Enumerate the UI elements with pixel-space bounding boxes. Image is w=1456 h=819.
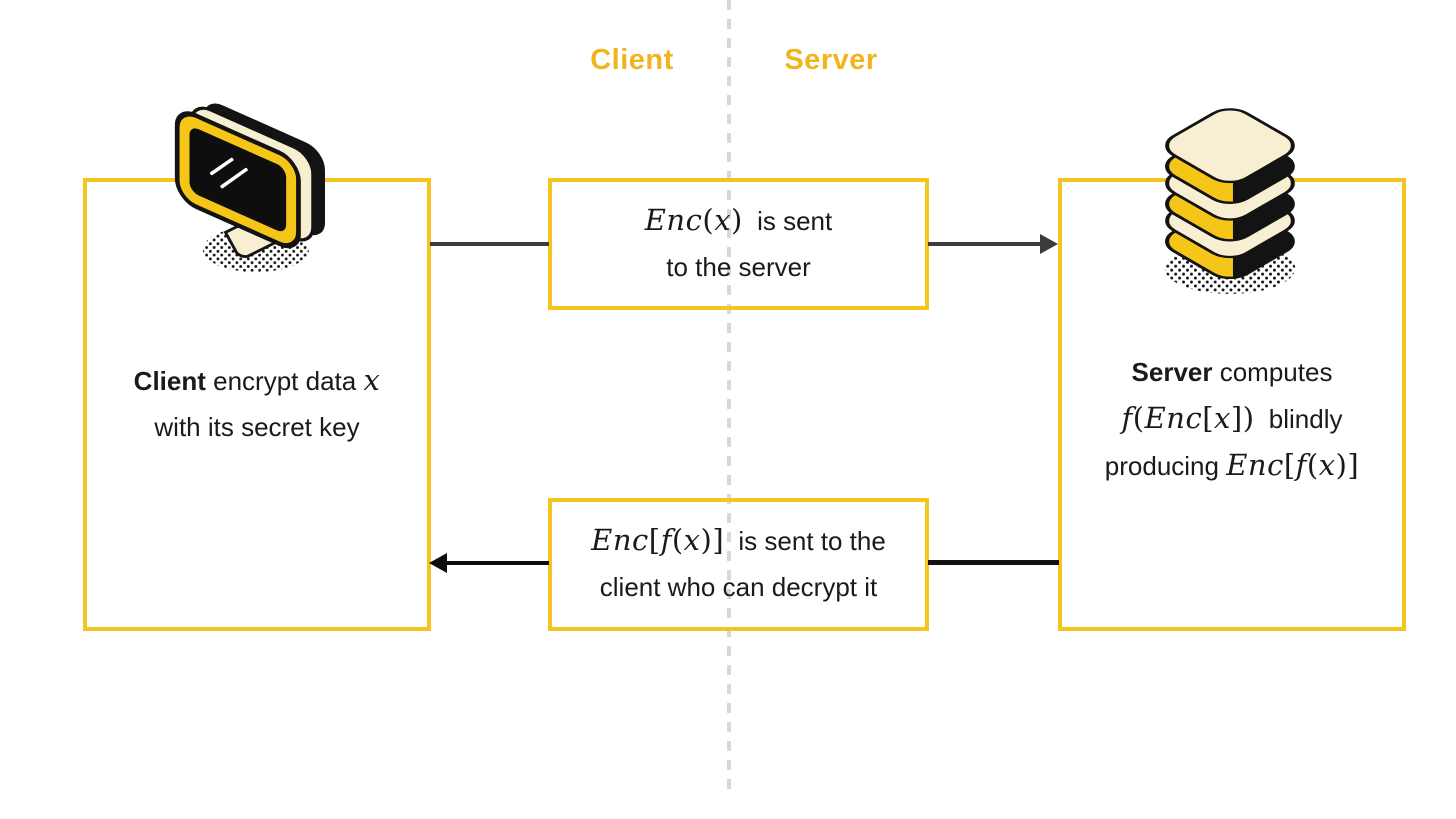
top-message-box	[548, 178, 929, 310]
lane-label-server: Server	[784, 44, 878, 76]
server-caption-line3: producing Enc[f(x)]	[1104, 448, 1360, 482]
client-box-caption: Client encrypt data x with its secret ke…	[83, 357, 431, 450]
server-caption-line1: Server computes	[1131, 357, 1333, 387]
bottom-message-line2: client who can decrypt it	[599, 572, 878, 602]
client-caption-line2: with its secret key	[154, 412, 360, 442]
arrow-line	[928, 242, 1044, 246]
math-f-enc-x: f(Enc[x])	[1121, 401, 1255, 435]
math-x: x	[363, 363, 381, 397]
arrow-left-head	[429, 553, 447, 573]
top-message-caption: Enc(x) is sent to the server	[548, 197, 929, 290]
server-caption-line2: f(Enc[x]) blindly	[1121, 401, 1343, 435]
bottom-message-box	[548, 498, 929, 631]
database-stack-icon	[1146, 101, 1314, 301]
lane-label-client: Client	[590, 44, 674, 76]
monitor-icon	[163, 90, 343, 280]
arrow-right-head	[1040, 234, 1058, 254]
server-caption-bold: Server	[1131, 357, 1213, 387]
top-message-line1: Enc(x) is sent	[644, 203, 833, 237]
connector-line	[928, 560, 1059, 565]
math-enc-f-x-2: Enc[f(x)]	[1226, 448, 1360, 482]
client-caption-bold: Client	[133, 366, 206, 396]
top-message-line2: to the server	[666, 252, 811, 282]
client-caption-line1: Client encrypt data x	[133, 363, 381, 397]
connector-line	[430, 242, 549, 246]
client-server-divider-line	[727, 0, 731, 790]
bottom-message-caption: Enc[f(x)] is sent to the client who can …	[548, 517, 929, 610]
server-box-caption: Server computes f(Enc[x]) blindly produc…	[1058, 349, 1406, 489]
math-enc-f-x: Enc[f(x)]	[591, 523, 725, 557]
bottom-message-line1: Enc[f(x)] is sent to the	[591, 523, 886, 557]
arrow-line	[446, 561, 549, 565]
math-enc-x: Enc(x)	[644, 203, 743, 237]
